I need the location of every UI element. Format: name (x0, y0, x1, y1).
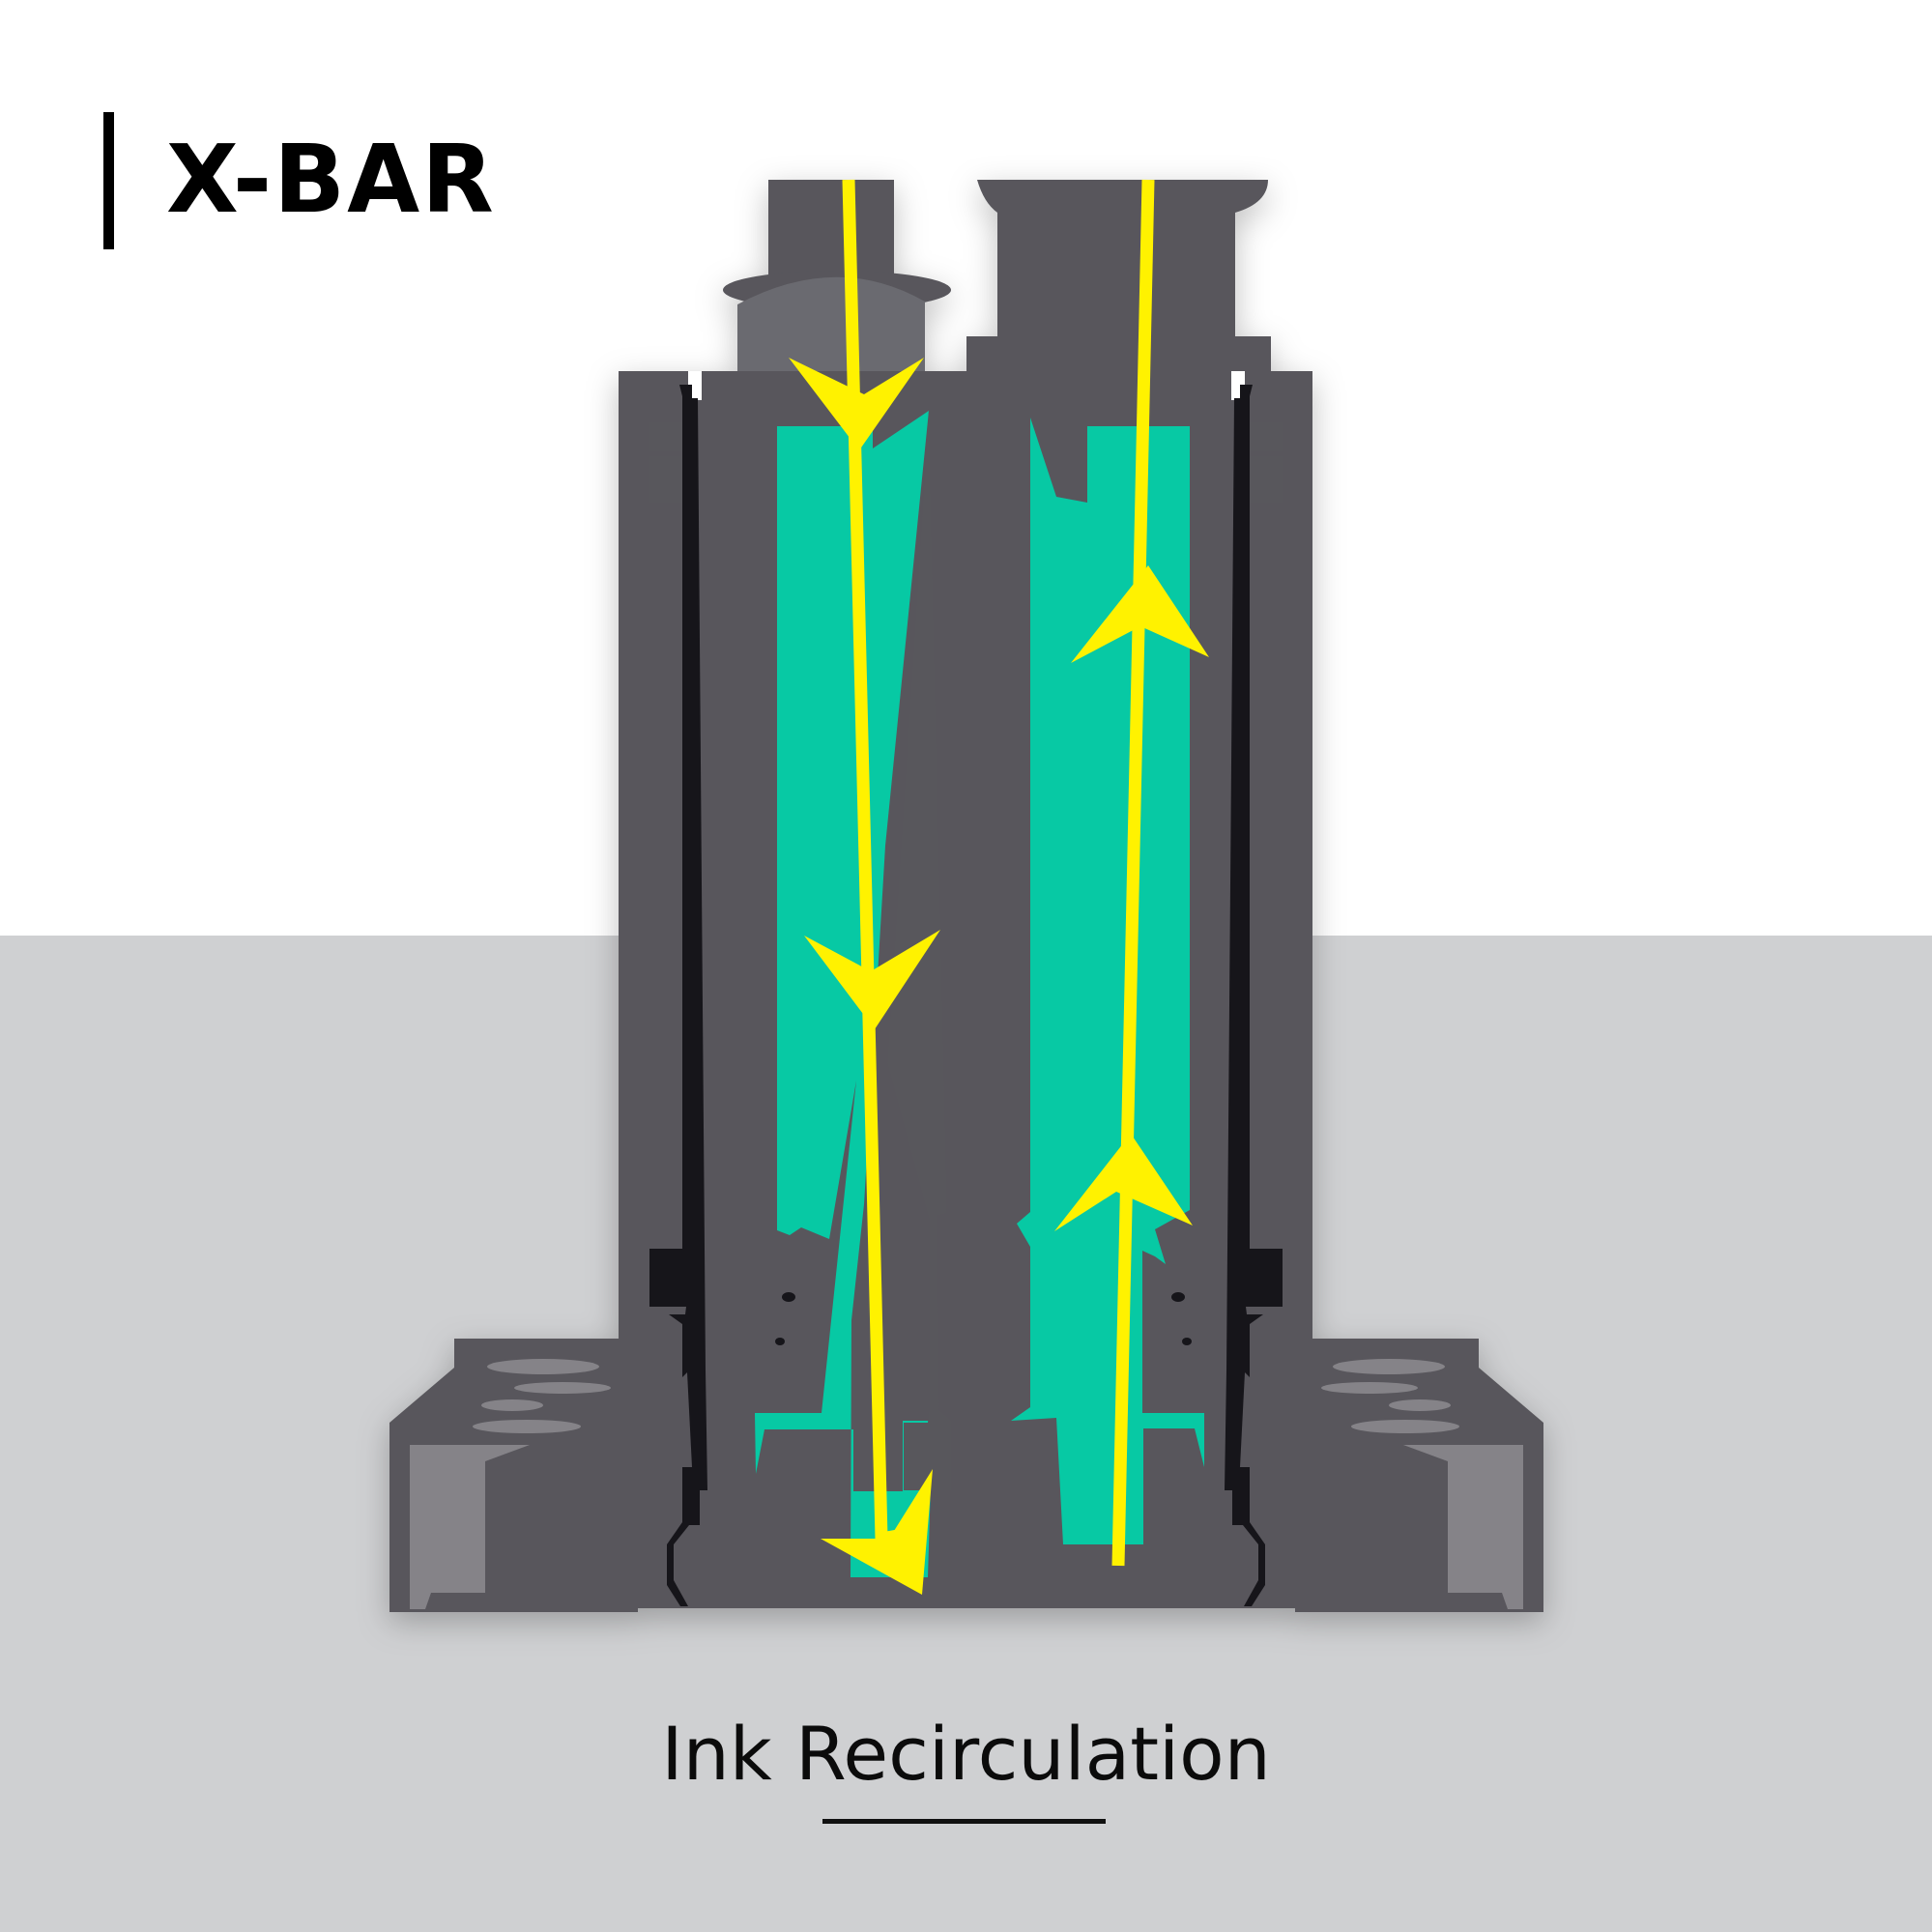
brand-title: X-BAR (166, 125, 496, 234)
wall-step (1250, 456, 1283, 503)
foot-slot (1321, 1382, 1418, 1394)
wall-step (649, 456, 682, 503)
flow-path-up (1111, 179, 1155, 1567)
caption-underline (822, 1819, 1106, 1824)
foot-post-left (410, 1445, 530, 1609)
foot-slot (1389, 1399, 1451, 1411)
main-body (619, 371, 1312, 1608)
brand-divider-bar (103, 112, 114, 249)
foot-slot (473, 1420, 581, 1433)
foot-post-right (1403, 1445, 1523, 1609)
nozzle-dot (775, 1338, 785, 1345)
foot-slot (1351, 1420, 1459, 1433)
arrow-up-icon (1071, 565, 1209, 663)
ink-flow-paths (789, 179, 1209, 1595)
ink-channels (755, 411, 1204, 1577)
arrow-down-icon (821, 1469, 933, 1595)
ink-channel-left (755, 411, 933, 1577)
outlet-fitting (966, 180, 1271, 373)
arrow-up-icon (1054, 1134, 1193, 1231)
foot-slot (487, 1359, 599, 1374)
nozzle-dot (1171, 1292, 1185, 1302)
wall-step (1250, 422, 1283, 451)
wall-step (649, 422, 682, 451)
printhead-housing (389, 180, 1543, 1612)
arrow-down-icon (804, 930, 940, 1029)
nozzle-dot (782, 1292, 795, 1302)
nozzle-dot (1182, 1338, 1192, 1345)
foot-slot (1333, 1359, 1445, 1374)
side-wall-left (649, 385, 707, 1606)
diagram-caption: Ink Recirculation (661, 1711, 1271, 1797)
ink-channel-right (1011, 418, 1204, 1544)
arrow-down-icon (789, 358, 924, 450)
inlet-fitting-stem (768, 180, 894, 276)
foot-slot (481, 1399, 543, 1411)
inlet-fitting-collar (737, 276, 925, 373)
side-wall-right (1225, 385, 1283, 1606)
foot-slot (514, 1382, 611, 1394)
